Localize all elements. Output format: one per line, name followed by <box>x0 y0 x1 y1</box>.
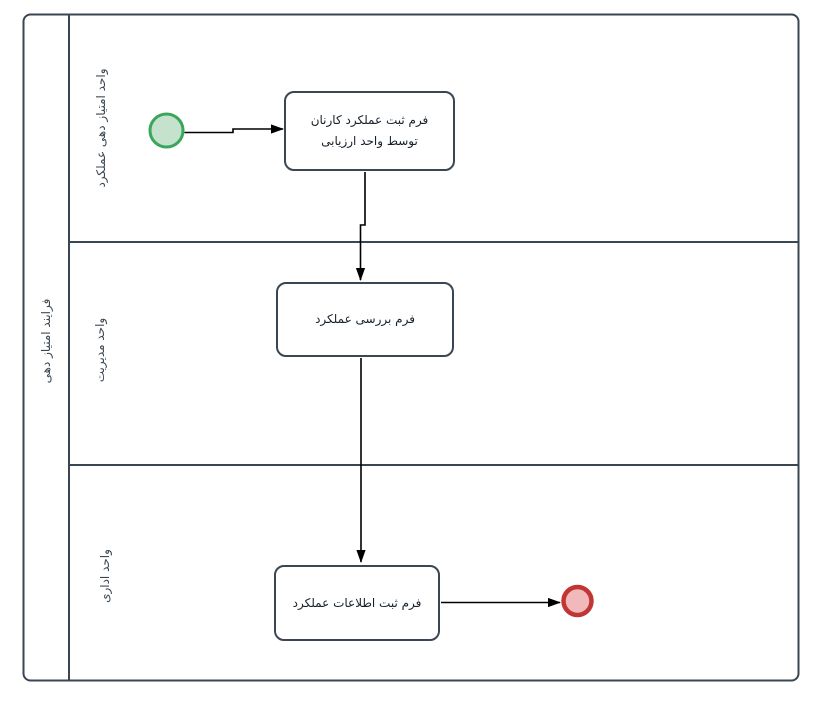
pool-border <box>22 13 800 682</box>
pool-label: فرایند امتیاز دهی <box>39 298 53 384</box>
task-review-performance[interactable]: فرم بررسی عملکرد <box>276 282 454 357</box>
lane-label-management-unit: واحد مدیریت <box>93 317 107 383</box>
task-record-performance-info[interactable]: فرم ثبت اطلاعات عملکرد <box>274 565 440 641</box>
task-label: فرم بررسی عملکرد <box>315 312 415 326</box>
lane-label-admin-unit: واحد اداری <box>98 549 112 603</box>
start-event[interactable] <box>148 112 185 149</box>
flow-start-to-task1 <box>184 124 284 134</box>
task-record-employee-performance[interactable]: فرم ثبت عملکرد کارنان توسط واحد ارزیابی <box>284 91 455 171</box>
task-label: فرم ثبت عملکرد کارنان توسط واحد ارزیابی <box>310 113 429 148</box>
flow-task1-to-task2 <box>355 172 366 281</box>
task-label: فرم ثبت اطلاعات عملکرد <box>292 595 422 610</box>
lane-label-scoring-unit: واحد امتیاز دهی عملکرد <box>94 68 108 188</box>
end-event[interactable] <box>561 584 594 618</box>
